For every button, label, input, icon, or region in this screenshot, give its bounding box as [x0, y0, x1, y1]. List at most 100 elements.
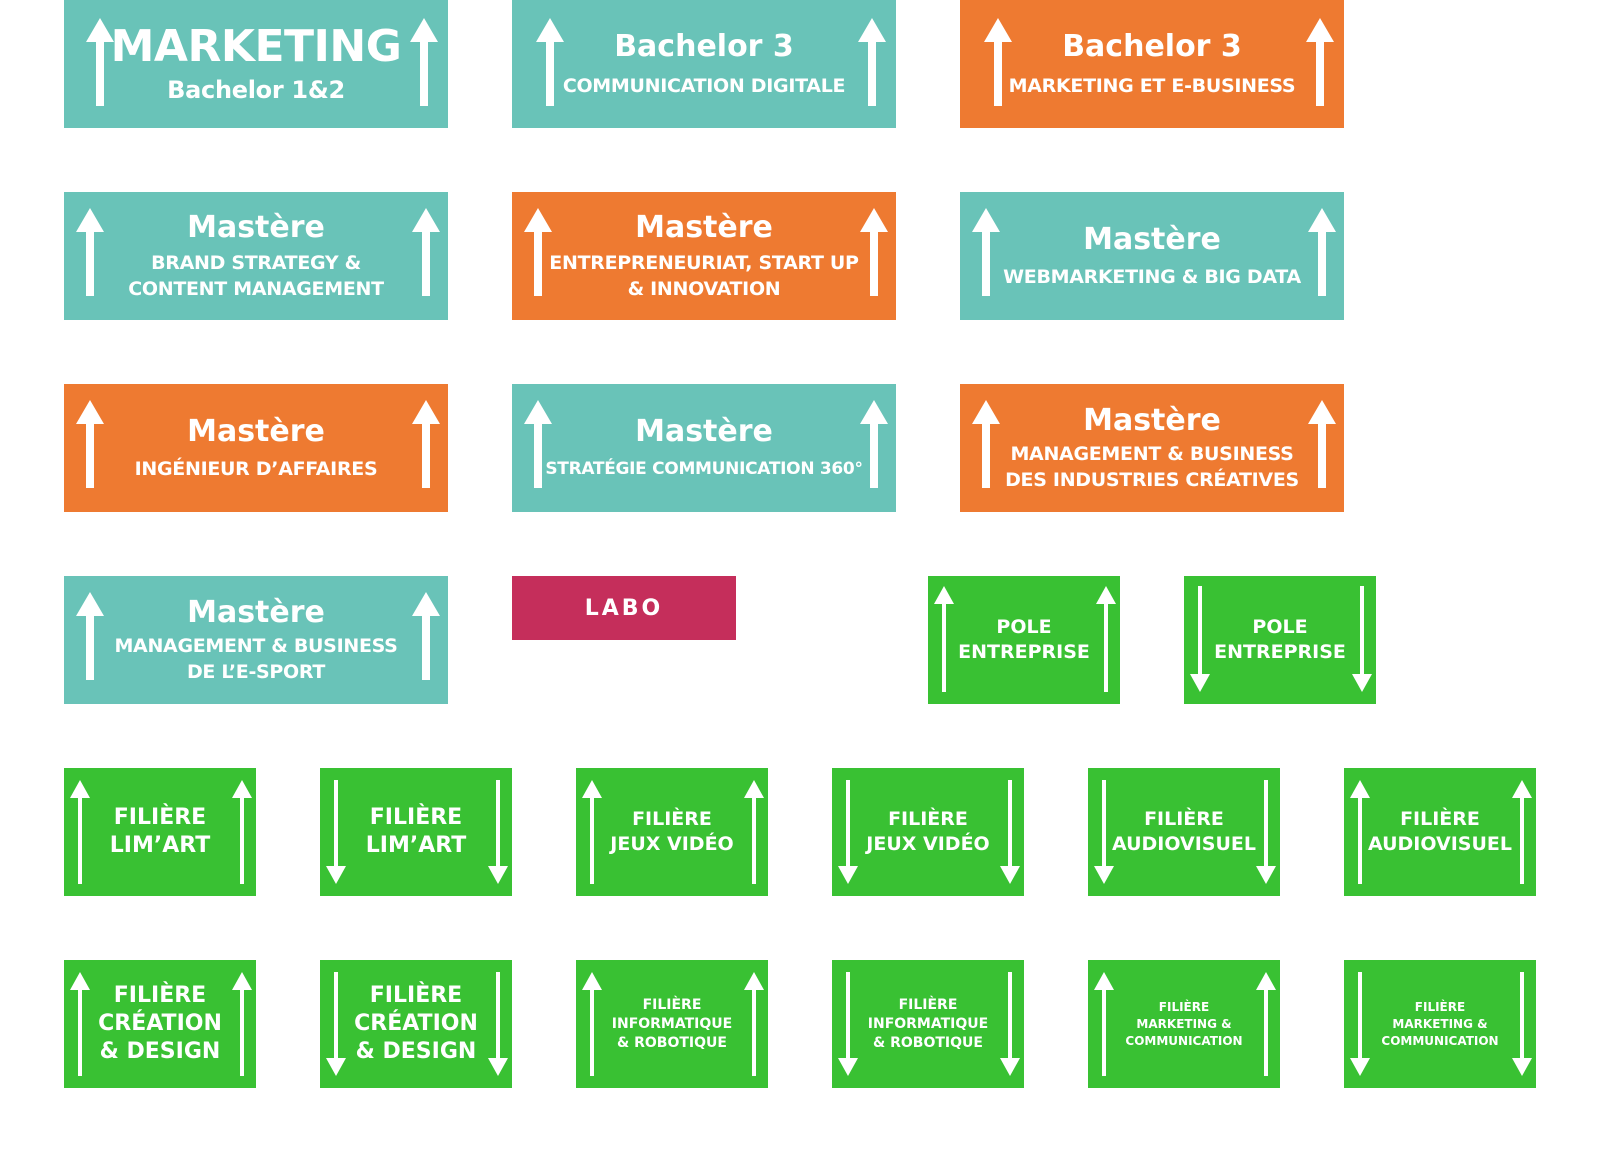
arrow-down-icon: [1352, 586, 1372, 692]
arrow-up-icon: [76, 400, 104, 488]
arrow-up-icon: [1256, 972, 1276, 1076]
arrow-down-icon: [838, 972, 858, 1076]
sign-title: Mastère: [187, 595, 325, 630]
sign-filiere-informatique-robotique-up: FILIÈRE INFORMATIQUE & ROBOTIQUE: [576, 960, 768, 1088]
sign-line2: JEUX VIDÉO: [866, 833, 990, 855]
sign-filiere-limart-down: FILIÈRE LIM’ART: [320, 768, 512, 896]
sign-filiere-creation-design-up: FILIÈRE CRÉATION & DESIGN: [64, 960, 256, 1088]
sign-line1: FILIÈRE: [113, 805, 207, 830]
arrow-up-icon: [412, 400, 440, 488]
sign-mastere-industries-creatives: Mastère MANAGEMENT & BUSINESS DES INDUST…: [960, 384, 1344, 512]
arrow-up-icon: [70, 972, 90, 1076]
sign-title: Mastère: [1083, 222, 1221, 257]
sign-filiere-jeux-video-down: FILIÈRE JEUX VIDÉO: [832, 768, 1024, 896]
sign-subtitle-line1: ENTREPRENEURIAT, START UP: [549, 252, 859, 274]
sign-mastere-e-sport: Mastère MANAGEMENT & BUSINESS DE L’E-SPO…: [64, 576, 448, 704]
sign-line1: FILIÈRE: [369, 983, 463, 1008]
sign-filiere-audiovisuel-down: FILIÈRE AUDIOVISUEL: [1088, 768, 1280, 896]
arrow-down-icon: [488, 972, 508, 1076]
sign-line3: & ROBOTIQUE: [617, 1034, 727, 1051]
arrow-down-icon: [1000, 780, 1020, 884]
sign-line3: COMMUNICATION: [1125, 1033, 1243, 1048]
sign-line1: FILIÈRE: [642, 996, 702, 1013]
sign-pole-entreprise-down: POLE ENTREPRISE: [1184, 576, 1376, 704]
sign-subtitle-line1: MANAGEMENT & BUSINESS: [1010, 443, 1294, 465]
arrow-down-icon: [326, 780, 346, 884]
sign-line1: FILIÈRE: [1400, 808, 1480, 830]
arrow-up-icon: [1096, 586, 1116, 692]
arrow-down-icon: [1000, 972, 1020, 1076]
arrow-up-icon: [524, 400, 552, 488]
sign-line1: FILIÈRE: [888, 808, 968, 830]
sign-subtitle-line1: BRAND STRATEGY &: [151, 252, 361, 274]
arrow-up-icon: [412, 208, 440, 296]
arrow-down-icon: [1350, 972, 1370, 1076]
arrow-up-icon: [984, 18, 1012, 106]
sign-subtitle: COMMUNICATION DIGITALE: [562, 75, 846, 97]
sign-bachelor3-marketing-e-business: Bachelor 3 MARKETING ET E-BUSINESS: [960, 0, 1344, 128]
arrow-up-icon: [76, 208, 104, 296]
sign-subtitle: WEBMARKETING & BIG DATA: [1003, 266, 1301, 288]
sign-line2: CRÉATION: [98, 1011, 222, 1036]
sign-line2: MARKETING &: [1392, 1016, 1488, 1031]
arrow-up-icon: [972, 208, 1000, 296]
sign-subtitle: MARKETING ET E-BUSINESS: [1008, 75, 1296, 97]
arrow-up-icon: [524, 208, 552, 296]
sign-mastere-brand-strategy: Mastère BRAND STRATEGY & CONTENT MANAGEM…: [64, 192, 448, 320]
sign-marketing-bachelor-1-2: MARKETING Bachelor 1&2: [64, 0, 448, 128]
sign-subtitle: INGÉNIEUR D’AFFAIRES: [134, 458, 378, 480]
sign-title: Bachelor 3: [614, 29, 794, 64]
arrow-up-icon: [232, 780, 252, 884]
sign-filiere-marketing-communication-down: FILIÈRE MARKETING & COMMUNICATION: [1344, 960, 1536, 1088]
arrow-up-icon: [232, 972, 252, 1076]
arrow-down-icon: [488, 780, 508, 884]
sign-title: MARKETING: [110, 21, 402, 72]
sign-line2: CRÉATION: [354, 1011, 478, 1036]
sign-line1: FILIÈRE: [1144, 808, 1224, 830]
sign-mastere-webmarketing: Mastère WEBMARKETING & BIG DATA: [960, 192, 1344, 320]
arrow-up-icon: [972, 400, 1000, 488]
arrow-up-icon: [1308, 208, 1336, 296]
arrow-up-icon: [934, 586, 954, 692]
sign-filiere-marketing-communication-up: FILIÈRE MARKETING & COMMUNICATION: [1088, 960, 1280, 1088]
sign-line1: FILIÈRE: [632, 808, 712, 830]
sign-filiere-audiovisuel-up: FILIÈRE AUDIOVISUEL: [1344, 768, 1536, 896]
sign-line2: MARKETING &: [1136, 1016, 1232, 1031]
sign-title: Mastère: [1083, 403, 1221, 438]
sign-subtitle: STRATÉGIE COMMUNICATION 360°: [545, 459, 863, 479]
arrow-up-icon: [1308, 400, 1336, 488]
arrow-down-icon: [1190, 586, 1210, 692]
arrow-down-icon: [326, 972, 346, 1076]
sign-line2: INFORMATIQUE: [867, 1015, 989, 1032]
sign-line2: INFORMATIQUE: [611, 1015, 733, 1032]
arrow-up-icon: [744, 780, 764, 884]
sign-line2: AUDIOVISUEL: [1111, 833, 1256, 855]
arrow-up-icon: [70, 780, 90, 884]
arrow-up-icon: [86, 18, 114, 106]
arrow-down-icon: [1512, 972, 1532, 1076]
arrow-up-icon: [412, 592, 440, 680]
sign-pole-entreprise-up: POLE ENTREPRISE: [928, 576, 1120, 704]
sign-title: Bachelor 3: [1062, 29, 1242, 64]
sign-line1: FILIÈRE: [369, 805, 463, 830]
arrow-down-icon: [1094, 780, 1114, 884]
arrow-up-icon: [582, 972, 602, 1076]
sign-line2: LIM’ART: [365, 833, 467, 858]
sign-subtitle: Bachelor 1&2: [167, 76, 345, 104]
arrow-up-icon: [860, 400, 888, 488]
sign-subtitle-line2: CONTENT MANAGEMENT: [128, 278, 384, 300]
sign-line2: ENTREPRISE: [1214, 641, 1346, 663]
arrow-up-icon: [1306, 18, 1334, 106]
sign-line2: LIM’ART: [109, 833, 211, 858]
sign-line1: FILIÈRE: [1158, 999, 1210, 1014]
sign-subtitle-line2: DES INDUSTRIES CRÉATIVES: [1005, 469, 1299, 491]
arrow-up-icon: [860, 208, 888, 296]
sign-title: LABO: [584, 595, 664, 621]
sign-labo: LABO: [512, 576, 736, 640]
arrow-up-icon: [744, 972, 764, 1076]
sign-line3: & DESIGN: [355, 1039, 477, 1064]
arrow-up-icon: [582, 780, 602, 884]
sign-line1: FILIÈRE: [898, 996, 958, 1013]
arrow-up-icon: [1512, 780, 1532, 884]
sign-line1: FILIÈRE: [1414, 999, 1466, 1014]
